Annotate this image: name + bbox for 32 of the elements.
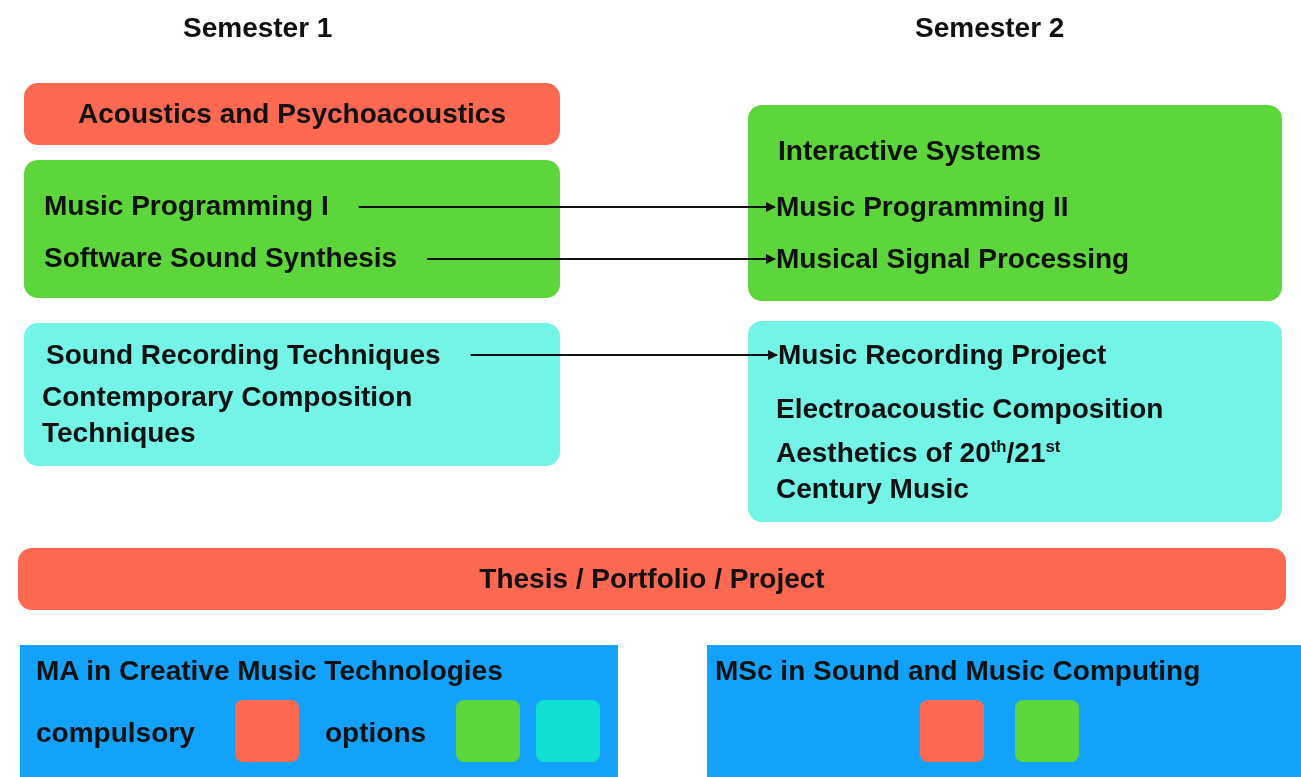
color-swatch [920, 700, 984, 762]
color-swatch [536, 700, 600, 762]
course-title: Sound Recording Techniques [46, 337, 441, 373]
panel-title: MSc in Sound and Music Computing [715, 654, 1201, 688]
course-title: Music Programming II [776, 189, 1069, 225]
arrow [426, 254, 776, 264]
course-box: Thesis / Portfolio / Project [18, 548, 1286, 610]
arrow [469, 350, 778, 360]
degree-panel [20, 645, 618, 777]
course-title: Musical Signal Processing [776, 241, 1130, 277]
legend-text: options [325, 716, 427, 750]
course-title: Electroacoustic Composition [776, 391, 1164, 427]
course-title: Interactive Systems [778, 133, 1042, 169]
color-swatch [235, 700, 299, 762]
course-title: Music Programming I [44, 188, 329, 224]
legend-text: compulsory [36, 716, 195, 750]
semester-heading: Semester 1 [183, 11, 333, 45]
panel-title: MA in Creative Music Technologies [36, 654, 503, 688]
degree-panel [707, 645, 1301, 777]
course-group-box [24, 323, 560, 466]
course-group-box [748, 321, 1282, 522]
course-group-box [748, 105, 1282, 301]
course-title: Software Sound Synthesis [44, 240, 398, 276]
arrow [357, 202, 776, 212]
course-group-box [24, 160, 560, 298]
semester-heading: Semester 2 [915, 11, 1065, 45]
course-title: Music Recording Project [778, 337, 1107, 373]
color-swatch [456, 700, 520, 762]
course-title: Contemporary Composition Techniques [42, 379, 492, 451]
course-box: Acoustics and Psychoacoustics [24, 83, 560, 145]
course-title: Aesthetics of 20$^{th}$/21$^{st}$ Century Music [776, 435, 1156, 507]
color-swatch [1015, 700, 1079, 762]
